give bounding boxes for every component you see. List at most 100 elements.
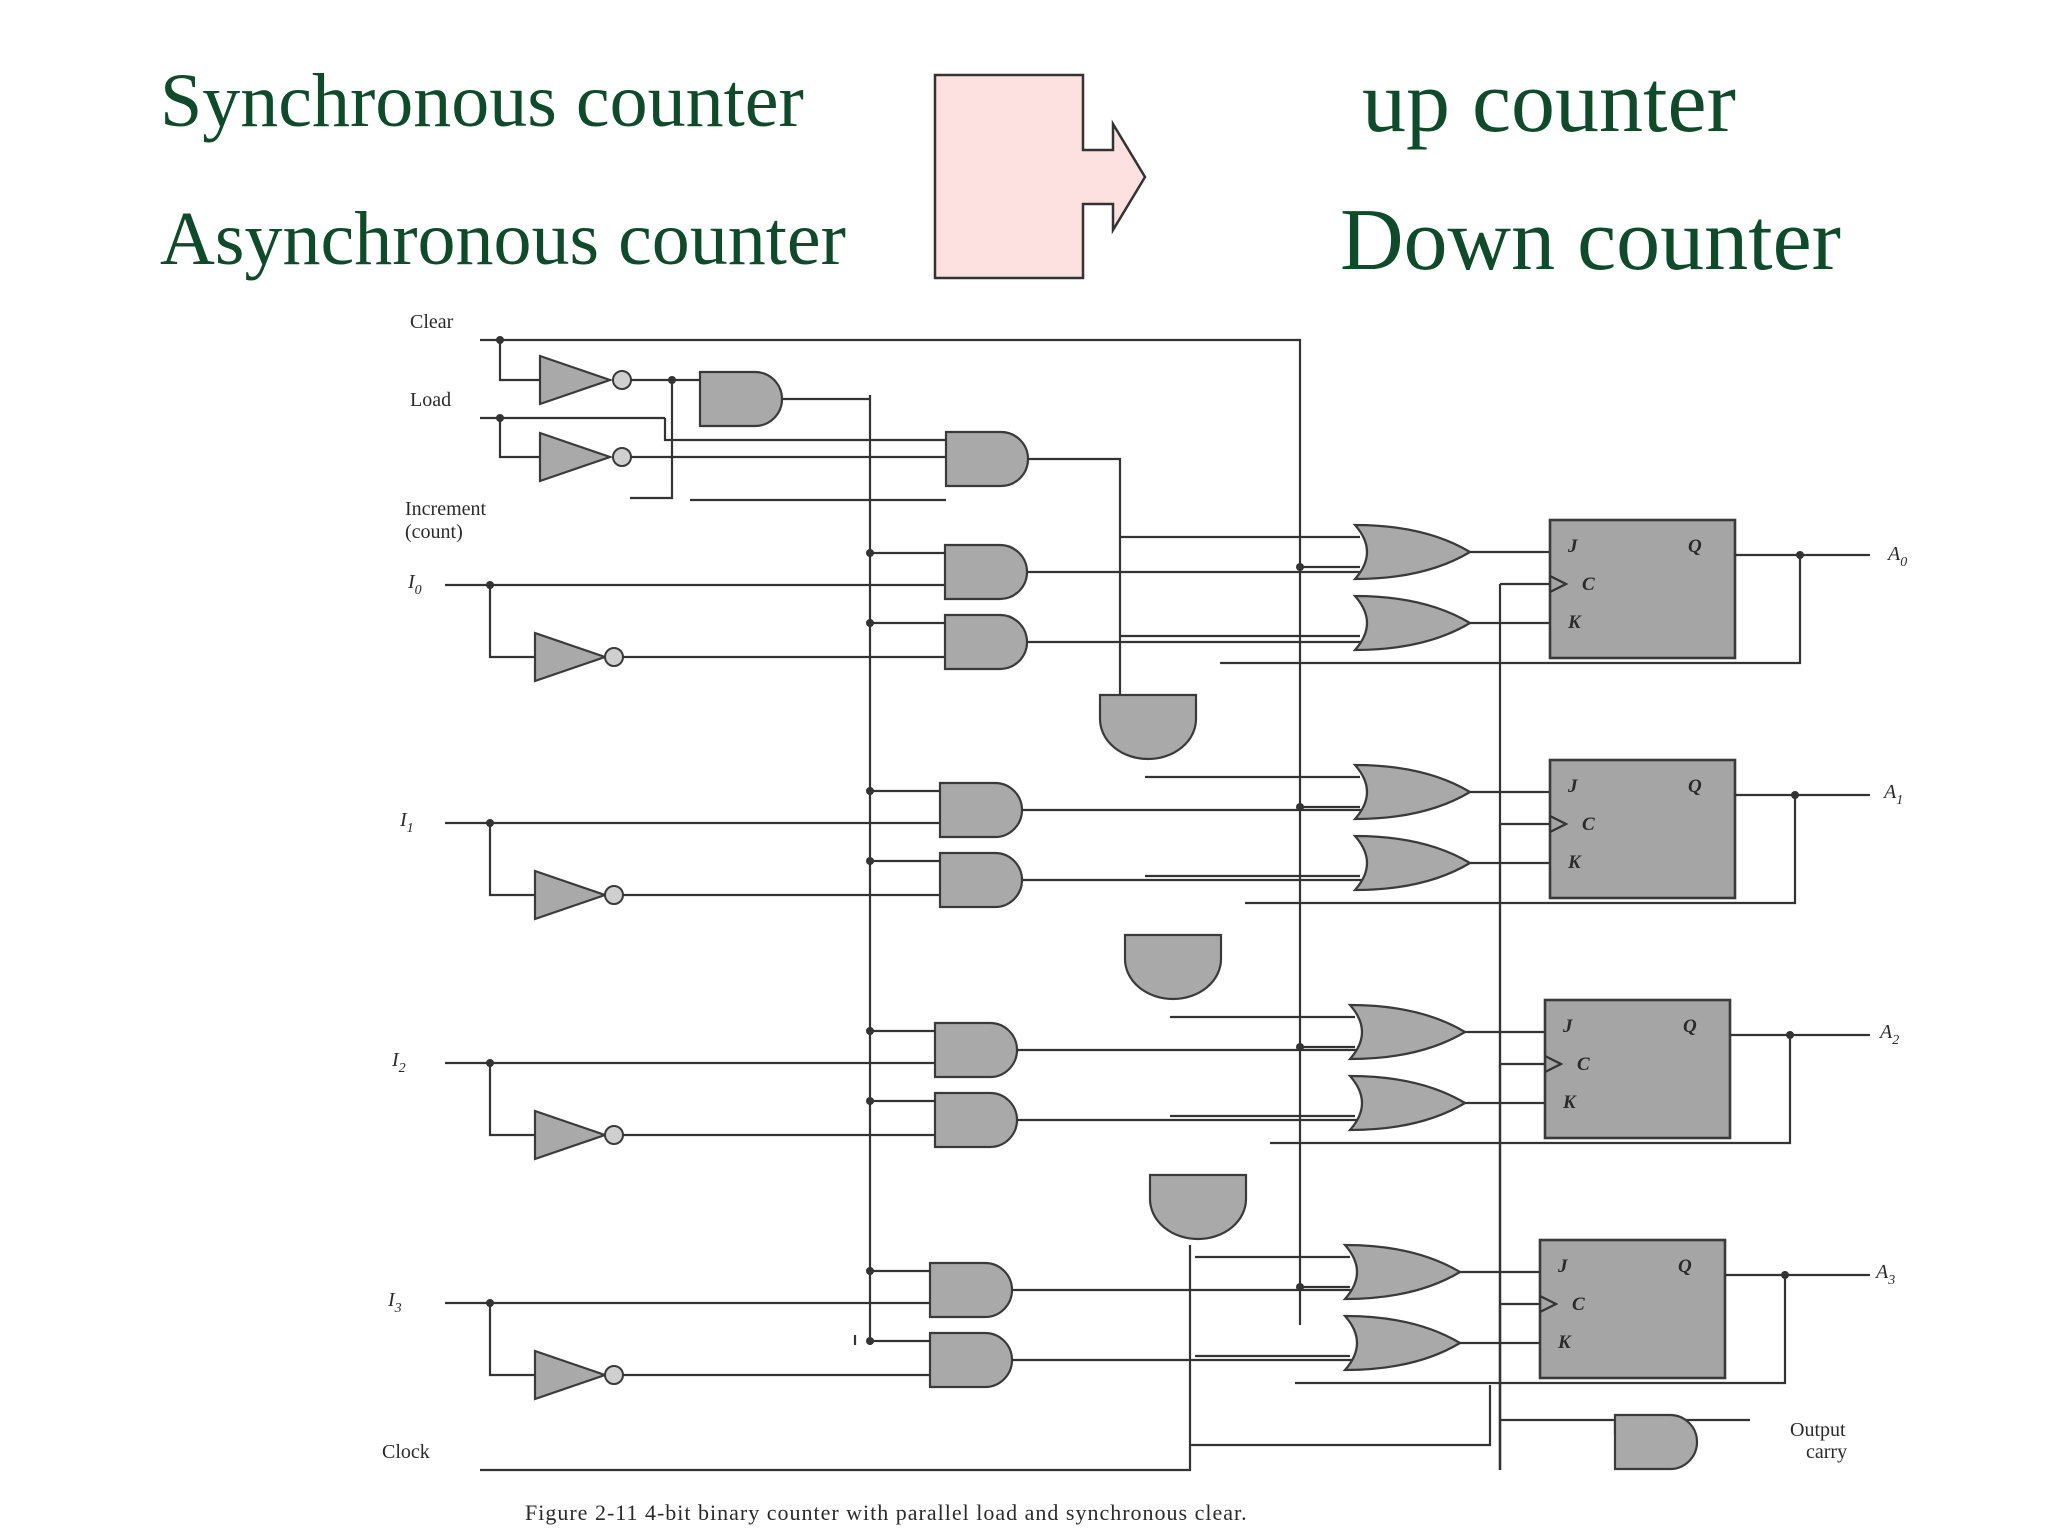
stage-3-jk-flip-flop <box>1538 1238 1727 1380</box>
output-a1-label: A1 <box>1882 781 1903 808</box>
load-label: Load <box>410 389 451 411</box>
stage-0-pin-k: K <box>1567 612 1582 633</box>
stage-3-and-gate-2 <box>928 1331 1014 1389</box>
count-enable-and-gate <box>631 418 1122 700</box>
stage-2-inverter <box>533 1109 609 1161</box>
stage-3-pin-q: Q <box>1678 1256 1692 1277</box>
stage-1-inverter-wire <box>488 823 535 897</box>
stage-3-clock-triangle <box>1539 1295 1559 1313</box>
bracket-arrow-shape <box>933 73 1147 280</box>
stage-2-junction <box>486 1059 494 1067</box>
output-carry-label-1: Output <box>1790 1419 1846 1441</box>
stage-3-pin-j: J <box>1557 1256 1568 1277</box>
stage-2-pin-q: Q <box>1683 1016 1697 1037</box>
output-a0-label: A0 <box>1886 543 1907 570</box>
stage-2-pin-k: K <box>1562 1092 1577 1113</box>
stage-2-feedback-wire <box>1270 1035 1792 1145</box>
stage-2-and-gate-1 <box>933 1021 1019 1079</box>
counter-stage-3: J Q CK <box>445 1238 1870 1470</box>
stage-0-inverter <box>533 631 609 683</box>
stage-3-bus-dot-2 <box>866 1337 874 1345</box>
stage-0-bus-dot-1 <box>866 549 874 557</box>
clear-label: Clear <box>410 311 454 333</box>
stage-2-and-gate-2 <box>933 1091 1019 1149</box>
stage-3-pin-c: C <box>1572 1294 1585 1315</box>
stage-0-inverter-bubble <box>604 647 624 667</box>
stage-0-jk-flip-flop <box>1548 518 1737 660</box>
stage-3-inverter-bubble <box>604 1365 624 1385</box>
stage-2-pin-c: C <box>1577 1054 1590 1075</box>
stage-0-or-gate-j <box>1353 523 1472 581</box>
stage-1-pin-q: Q <box>1688 776 1702 797</box>
stage-3-or-gate-j <box>1343 1243 1462 1301</box>
stage-0-pin-q: Q <box>1688 536 1702 557</box>
stage-1-inverter-bubble <box>604 885 624 905</box>
stage-2-jk-flip-flop <box>1543 998 1732 1140</box>
stage-1-or-gate-j <box>1353 763 1472 821</box>
output-a3-label: A3 <box>1874 1261 1895 1288</box>
data-input-i3-label: I3 <box>387 1289 402 1316</box>
stage-0-and-gate-1 <box>943 543 1029 601</box>
headline-up-counter: up counter <box>1362 54 1736 151</box>
data-input-i1-label: I1 <box>399 809 414 836</box>
stage-0-or-gate-k <box>1353 594 1472 652</box>
carry-and-gate-2 <box>1123 933 1223 1001</box>
stage-0-junction <box>486 581 494 589</box>
stage-1-inverter <box>533 869 609 921</box>
stage-1-and-gate-2 <box>938 851 1024 909</box>
stage-2-or-gate-j <box>1348 1003 1467 1061</box>
stage-1-pin-j: J <box>1567 776 1578 797</box>
load-enable-and-gate <box>631 370 870 440</box>
stage-2-bus-dot-2 <box>866 1097 874 1105</box>
stage-3-pin-k: K <box>1557 1332 1572 1353</box>
stage-2-bus-dot-1 <box>866 1027 874 1035</box>
stage-3-junction <box>486 1299 494 1307</box>
headline-synchronous-counter: Synchronous counter <box>160 59 804 143</box>
stage-2-inverter-bubble <box>604 1125 624 1145</box>
stage-0-clock-triangle <box>1549 575 1569 593</box>
stage-3-and-gate-1 <box>928 1261 1014 1319</box>
stage-0-and-gate-2 <box>943 613 1029 671</box>
stage-3-inverter-wire <box>488 1303 535 1377</box>
headline-asynchronous-counter: Asynchronous counter <box>160 197 846 281</box>
data-input-i2-label: I2 <box>391 1049 406 1076</box>
stage-3-bus-dot-1 <box>866 1267 874 1275</box>
headline-down-counter: Down counter <box>1340 192 1841 289</box>
stage-0-bus-dot-2 <box>866 619 874 627</box>
stage-1-pin-k: K <box>1567 852 1582 873</box>
data-input-i0-label: I0 <box>407 571 422 598</box>
stage-0-pin-j: J <box>1567 536 1578 557</box>
stage-1-jk-flip-flop <box>1548 758 1737 900</box>
load-inverter <box>496 414 632 483</box>
clear-inverter <box>496 336 632 406</box>
stage-1-or-gate-k <box>1353 834 1472 892</box>
stage-2-pin-j: J <box>1562 1016 1573 1037</box>
stage-2-or-gate-k <box>1348 1074 1467 1132</box>
stage-1-and-gate-1 <box>938 781 1024 839</box>
output-carry-label-2: carry <box>1806 1441 1847 1463</box>
output-a2-label: A2 <box>1878 1021 1899 1048</box>
clock-label: Clock <box>382 1441 430 1463</box>
increment-label: Increment <box>405 498 487 520</box>
stage-1-bus-dot-2 <box>866 857 874 865</box>
increment-count-label: (count) <box>405 521 463 543</box>
stage-2-inverter-wire <box>488 1063 535 1137</box>
bracket-arrow-icon <box>933 73 1147 280</box>
stage-0-pin-c: C <box>1582 574 1595 595</box>
stage-1-bus-dot-1 <box>866 787 874 795</box>
stage-0-inverter-wire <box>488 585 535 659</box>
stage-3-feedback-wire <box>1295 1275 1787 1385</box>
stage-1-feedback-wire <box>1245 795 1797 905</box>
stage-2-clock-triangle <box>1544 1055 1564 1073</box>
stage-0-feedback-wire <box>1220 555 1802 665</box>
stage-1-pin-c: C <box>1582 814 1595 835</box>
figure-caption: Figure 2-11 4-bit binary counter with pa… <box>525 1500 1248 1525</box>
stage-3-or-gate-k <box>1343 1314 1462 1372</box>
carry-and-gate-1 <box>1098 693 1198 761</box>
output-carry-and-gate <box>1613 1413 1699 1471</box>
